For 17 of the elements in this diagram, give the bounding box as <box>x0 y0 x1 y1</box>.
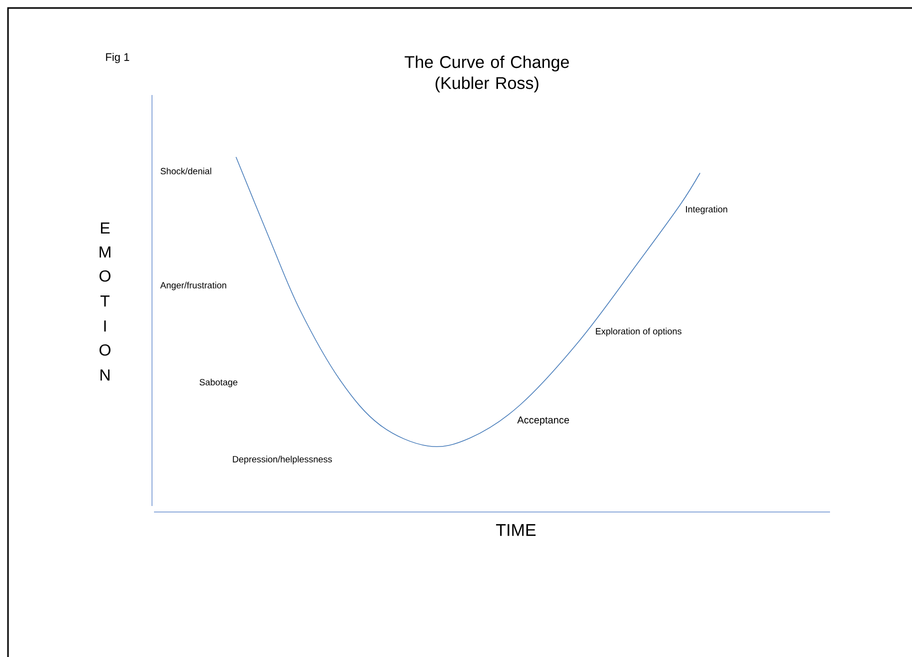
stage-label: Anger/frustration <box>160 282 226 290</box>
axis-letter: E <box>100 222 110 234</box>
axis-letter: O <box>100 270 110 282</box>
axis-letter: N <box>100 370 110 380</box>
stage-label: Exploration of options <box>596 328 682 336</box>
axis-title: TIME <box>496 524 536 536</box>
axis-letter: O <box>100 344 110 356</box>
axis-letter: M <box>100 246 110 258</box>
chart-title: The Curve of Change (Kubler Ross) <box>404 56 569 92</box>
stage-label: Shock/denial <box>160 168 212 174</box>
stage-label: Integration <box>686 206 728 214</box>
stage-label: Sabotage <box>200 378 238 388</box>
axis-letter: I <box>104 320 106 332</box>
stage-label: Depression/helplessness <box>232 456 332 464</box>
axis-letter: T <box>100 296 110 306</box>
figure-number: Fig 1 <box>106 52 130 64</box>
stage-label: Acceptance <box>517 416 569 426</box>
